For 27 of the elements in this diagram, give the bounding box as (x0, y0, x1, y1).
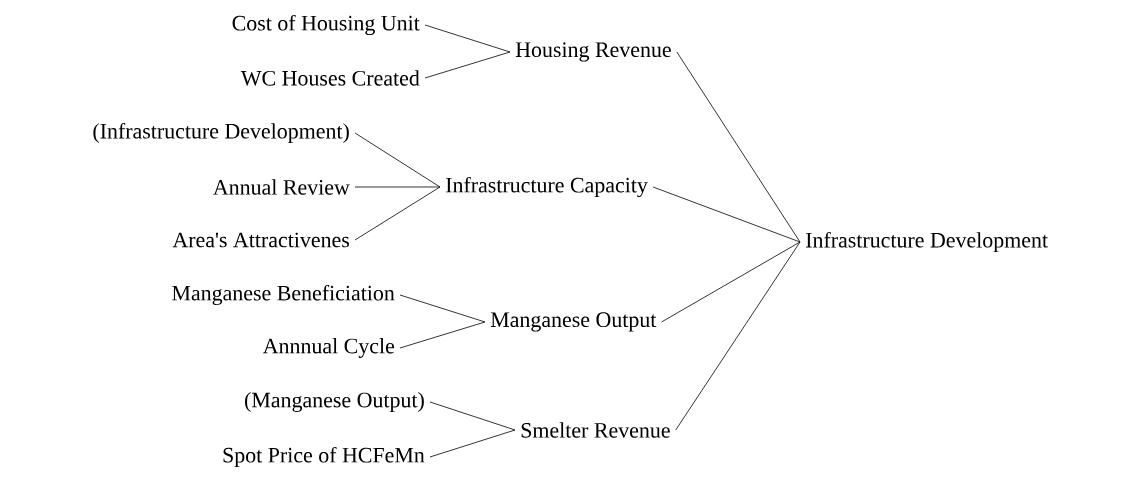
causal-link (652, 186, 801, 243)
variable-label: Cost of Housing Unit (232, 14, 420, 36)
causal-link (424, 24, 511, 53)
variable-label: WC Houses Created (240, 70, 420, 86)
causal-link (399, 321, 486, 349)
variable-label: Annnual Cycle (262, 338, 395, 358)
variable-label: Area's Attractivenes (172, 232, 350, 248)
causal-link (399, 294, 486, 323)
variable-label: Infrastructure Capacity (446, 176, 648, 198)
causal-link (675, 241, 801, 431)
causal-link (676, 51, 801, 243)
variable-label: Annual Review (213, 179, 350, 195)
variable-label: Manganese Output (490, 312, 657, 332)
causal-link (354, 186, 441, 241)
causal-link (429, 401, 516, 431)
variable-label: (Manganese Output) (245, 392, 424, 412)
causal-link (429, 429, 516, 458)
causal-link (661, 241, 801, 323)
variable-label: Manganese Beneficiation (172, 284, 395, 306)
variable-label: Smelter Revenue (521, 422, 670, 438)
variable-label: Housing Revenue (515, 42, 671, 62)
variable-label: (Infrastructure Development) (93, 122, 349, 144)
causal-link (354, 132, 441, 188)
causal-link (424, 51, 511, 79)
variable-label: Infrastructure Development (806, 231, 1048, 253)
variable-label: Spot Price of HCFeMn (223, 446, 425, 468)
causal-link (354, 186, 441, 188)
